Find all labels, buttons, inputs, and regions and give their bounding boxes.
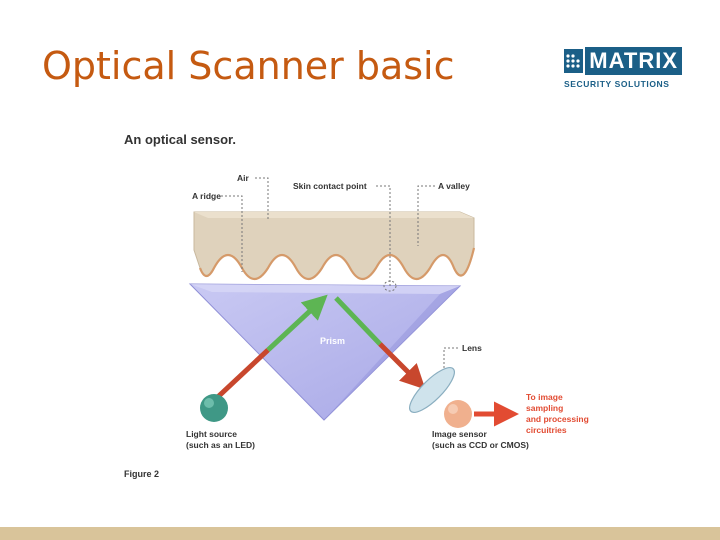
prism-label: Prism [320, 336, 345, 346]
air-label: Air [237, 173, 250, 183]
lens-label: Lens [462, 343, 482, 353]
finger-skin [193, 211, 476, 281]
image-sensor-label: Image sensor (such as CCD or CMOS) [432, 429, 529, 450]
logo-wordmark: MATRIX [585, 47, 682, 75]
svg-text:Light source: Light source [186, 429, 237, 439]
skin-contact-label: Skin contact point [293, 181, 367, 191]
svg-text:To image: To image [526, 392, 563, 402]
valley-label: A valley [438, 181, 470, 191]
slide-title: Optical Scanner basic [42, 44, 455, 88]
svg-text:circuitries: circuitries [526, 425, 567, 435]
logo-dots-icon [564, 49, 584, 73]
ridge-label: A ridge [192, 191, 221, 201]
svg-text:Image sensor: Image sensor [432, 429, 487, 439]
logo-tagline: SECURITY SOLUTIONS [564, 79, 670, 89]
optical-sensor-figure: An optical sensor. Prism [110, 118, 610, 488]
reflected-ray [334, 296, 382, 346]
light-source-led [200, 394, 228, 422]
svg-text:(such as an LED): (such as an LED) [186, 440, 255, 450]
light-to-surface-ray [266, 294, 328, 352]
matrix-logo: MATRIX SECURITY SOLUTIONS [564, 46, 682, 92]
lens-shape [409, 367, 455, 413]
light-source-label: Light source (such as an LED) [186, 429, 255, 450]
figure-caption: Figure 2 [124, 469, 159, 479]
svg-text:(such as CCD or CMOS): (such as CCD or CMOS) [432, 440, 529, 450]
diagram-heading: An optical sensor. [124, 132, 236, 147]
svg-text:and processing: and processing [526, 414, 589, 424]
svg-text:sampling: sampling [526, 403, 563, 413]
output-text: To image sampling and processing circuit… [526, 392, 589, 435]
image-sensor-shape [444, 400, 472, 428]
optical-sensor-diagram: An optical sensor. Prism [124, 132, 589, 479]
ray-to-lens [378, 342, 426, 390]
bottom-decor-bar [0, 527, 720, 540]
